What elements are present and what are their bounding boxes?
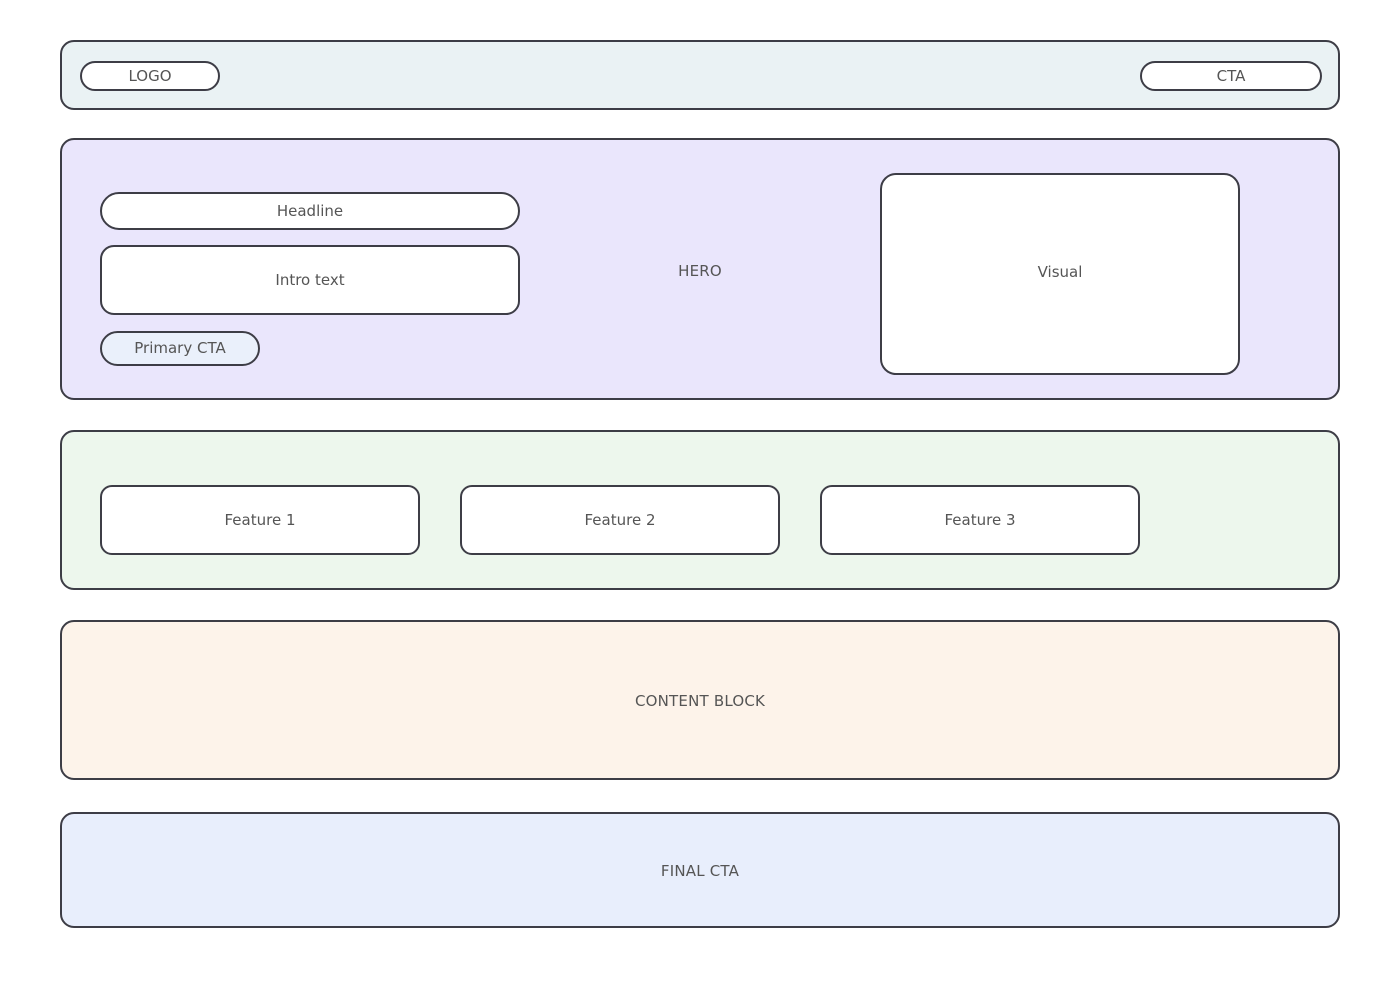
hero-headline-label: Headline [276,201,344,220]
feature-card[interactable]: Feature 1 [100,485,420,555]
header-cta-button[interactable]: CTA [1140,61,1322,91]
logo-label: LOGO [128,66,172,85]
feature-card-label: Feature 2 [584,510,656,529]
logo-placeholder[interactable]: LOGO [80,61,220,91]
content-block-section [60,620,1340,780]
header-section [60,40,1340,110]
feature-card[interactable]: Feature 2 [460,485,780,555]
final-cta-label: FINAL CTA [660,862,740,880]
hero-primary-cta-label: Primary CTA [134,339,226,357]
hero-intro-label: Intro text [275,270,345,289]
header-cta-label: CTA [1216,66,1246,85]
hero-intro-placeholder: Intro text [100,245,520,315]
final-cta-section[interactable] [60,812,1340,928]
content-block-label: CONTENT BLOCK [634,692,766,710]
hero-visual-placeholder: Visual [880,173,1240,375]
hero-section-label: HERO [678,262,722,280]
hero-visual-label: Visual [1037,262,1083,281]
hero-headline-placeholder: Headline [100,192,520,230]
feature-card-label: Feature 1 [224,510,296,529]
feature-card-label: Feature 3 [944,510,1016,529]
feature-card[interactable]: Feature 3 [820,485,1140,555]
hero-primary-cta-button[interactable]: Primary CTA [100,331,260,366]
